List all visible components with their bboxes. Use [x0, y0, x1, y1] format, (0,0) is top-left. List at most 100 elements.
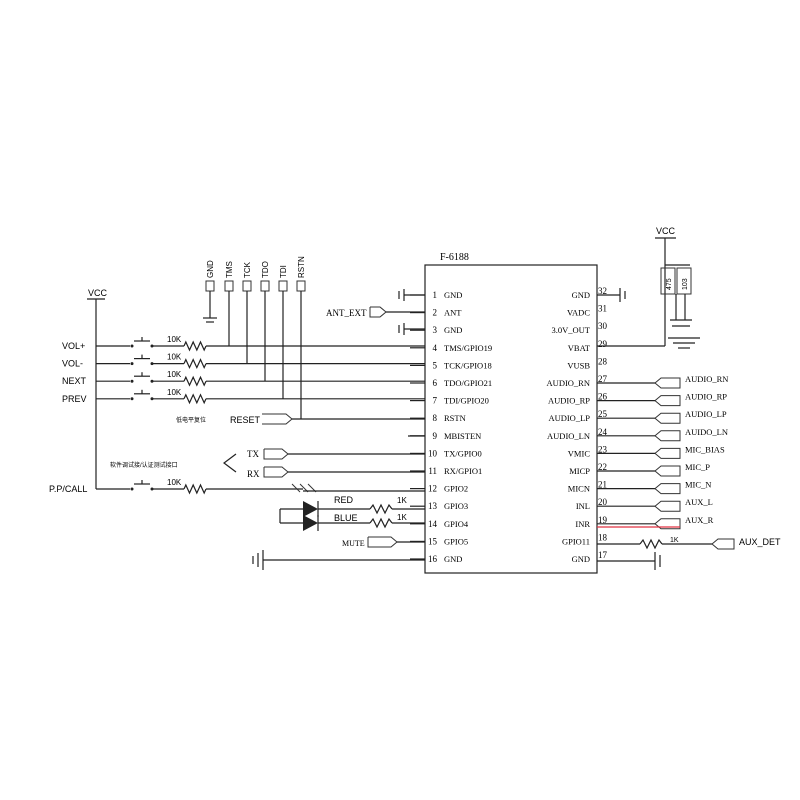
button-label: NEXT	[62, 376, 87, 386]
jtag-pin-pad	[224, 280, 234, 292]
left-pin-number: 13	[428, 501, 438, 511]
uart-rx-port	[263, 466, 289, 478]
left-pin-name: TDI/GPIO20	[444, 396, 489, 406]
left-pin-number: 8	[433, 413, 438, 423]
ant-ext-label: ANT_EXT	[326, 308, 367, 318]
cap-475	[660, 267, 676, 295]
uart-bracket	[223, 453, 237, 473]
aux-det-label: AUX_DET	[739, 537, 781, 547]
reset-label: RESET	[230, 415, 261, 425]
left-pin-number: 6	[433, 378, 438, 388]
right-pin-name: GND	[572, 554, 590, 564]
left-pin-number: 2	[433, 308, 438, 318]
uart-tx-label: TX	[247, 449, 259, 459]
button-resistor	[183, 358, 207, 370]
jtag-pin-pad	[242, 280, 252, 292]
right-pin-number: 19	[598, 515, 608, 525]
right-pin-name: GPIO11	[562, 536, 590, 546]
net-label: AUDIO_RN	[685, 374, 728, 384]
cap-103-label: 103	[682, 278, 689, 290]
right-pin-number: 26	[598, 392, 608, 402]
right-pin-name: AUDIO_RN	[547, 378, 590, 388]
left-pin-name: TCK/GPIO18	[444, 360, 492, 370]
vcc-left-label: VCC	[88, 288, 108, 298]
net-label: MIC_N	[685, 480, 711, 490]
gnd-symbol-pin17	[597, 552, 661, 570]
left-pin-name: GPIO2	[444, 484, 468, 494]
right-pin-number: 30	[598, 321, 608, 331]
net-port	[654, 377, 681, 389]
left-pin-name: GPIO4	[444, 519, 469, 529]
net-label: MIC_BIAS	[685, 444, 725, 454]
led-red-label: RED	[334, 495, 354, 505]
right-pin-number: 29	[598, 339, 608, 349]
right-pin-name: AUDIO_LP	[548, 413, 590, 423]
left-pin-number: 3	[433, 325, 438, 335]
net-port	[654, 500, 681, 512]
mute-port	[367, 536, 398, 548]
jtag-pin-pad	[260, 280, 270, 292]
aux-det-resistor-label: 1K	[670, 537, 679, 544]
right-pin-name: 3.0V_OUT	[552, 325, 591, 335]
net-port	[654, 465, 681, 477]
left-pin-name: GND	[444, 554, 462, 564]
right-pin-number: 24	[598, 427, 608, 437]
left-pin-name: RX/GPIO1	[444, 466, 482, 476]
led-group	[279, 483, 425, 531]
left-pin-number: 16	[428, 554, 438, 564]
chip-name: F-6188	[440, 252, 469, 263]
ant-ext-port	[369, 306, 387, 318]
net-label: AUX_R	[685, 515, 714, 525]
reset-port	[262, 413, 293, 425]
right-pin-number: 25	[598, 409, 608, 419]
led-blue-resistor: 1K	[397, 513, 407, 522]
right-pin-name: INR	[575, 519, 590, 529]
net-port	[654, 483, 681, 495]
cap-ground	[668, 294, 700, 349]
aux-det-port	[711, 538, 735, 550]
left-pin-number: 5	[433, 360, 438, 370]
net-port	[654, 430, 681, 442]
right-pin-number: 21	[598, 480, 607, 490]
button-resistor-label: 10K	[167, 353, 182, 362]
jtag-label: TCK	[243, 261, 252, 278]
jtag-label: TMS	[225, 261, 234, 278]
right-pin-number: 27	[598, 374, 608, 384]
net-label: AUDIO_RP	[685, 392, 727, 402]
right-net-ports: AUDIO_RNAUDIO_RPAUDIO_LPAUIDO_LNMIC_BIAS…	[654, 374, 728, 530]
led-red-symbol	[303, 501, 318, 517]
reset-note: 低电平复位	[176, 416, 206, 424]
button-resistor	[183, 375, 207, 387]
uart-rx-label: RX	[247, 469, 260, 479]
vcc-right-label: VCC	[656, 226, 676, 236]
button-resistor-label: 10K	[167, 335, 182, 344]
right-pin-number: 28	[598, 356, 608, 366]
jtag-pin-pad	[205, 280, 215, 292]
left-pin-name: TDO/GPIO21	[444, 378, 492, 388]
left-pin-name: TX/GPIO0	[444, 448, 482, 458]
button-resistor-label: 10K	[167, 370, 182, 379]
right-pin-number: 23	[598, 444, 608, 454]
right-pin-name: VMIC	[568, 448, 591, 458]
pp-call-resistor	[183, 483, 207, 495]
right-pin-name: VUSB	[567, 360, 590, 370]
uart-tx-port	[263, 448, 289, 460]
pp-call-label: P.P/CALL	[49, 484, 87, 494]
jtag-label: RSTN	[297, 256, 306, 278]
net-port	[654, 412, 681, 424]
led-blue-symbol	[303, 515, 318, 531]
right-pin-name: VBAT	[568, 343, 591, 353]
mute-label: MUTE	[342, 539, 365, 548]
net-label: AUIDO_LN	[685, 427, 728, 437]
right-pin-number: 18	[598, 532, 608, 542]
button-label: PREV	[62, 394, 87, 404]
left-pin-name: TMS/GPIO19	[444, 343, 492, 353]
jtag-pin-pad	[278, 280, 288, 292]
right-pin-name: AUDIO_RP	[548, 396, 590, 406]
cap-475-label: 475	[666, 278, 673, 290]
left-pin-name: RSTN	[444, 413, 466, 423]
